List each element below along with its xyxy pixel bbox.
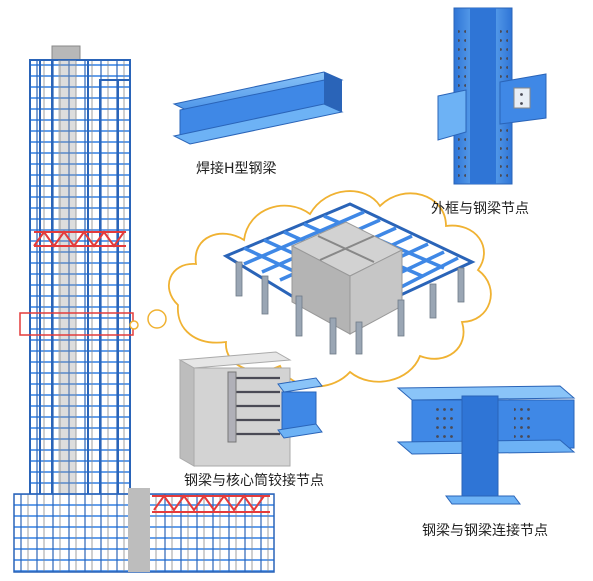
label-core-hinge-node: 钢梁与核心筒铰接节点 xyxy=(184,473,324,489)
thought-bubbles xyxy=(129,309,167,330)
label-outer-frame-node: 外框与钢梁节点 xyxy=(431,201,529,217)
tower-podium xyxy=(13,488,275,573)
outrigger-truss-upper xyxy=(33,230,126,248)
core-hinge-node-3d xyxy=(178,351,323,467)
tower-elevation xyxy=(13,45,275,573)
label-beam-beam-node: 钢梁与钢梁连接节点 xyxy=(422,523,548,539)
column-beam-node-3d xyxy=(437,7,547,185)
floor-framing-3d xyxy=(222,202,476,355)
label-welded-h-beam: 焊接H型钢梁 xyxy=(196,161,277,177)
h-beam-3d xyxy=(172,71,344,145)
beam-beam-node-3d xyxy=(396,385,576,505)
core-tube xyxy=(290,221,404,335)
